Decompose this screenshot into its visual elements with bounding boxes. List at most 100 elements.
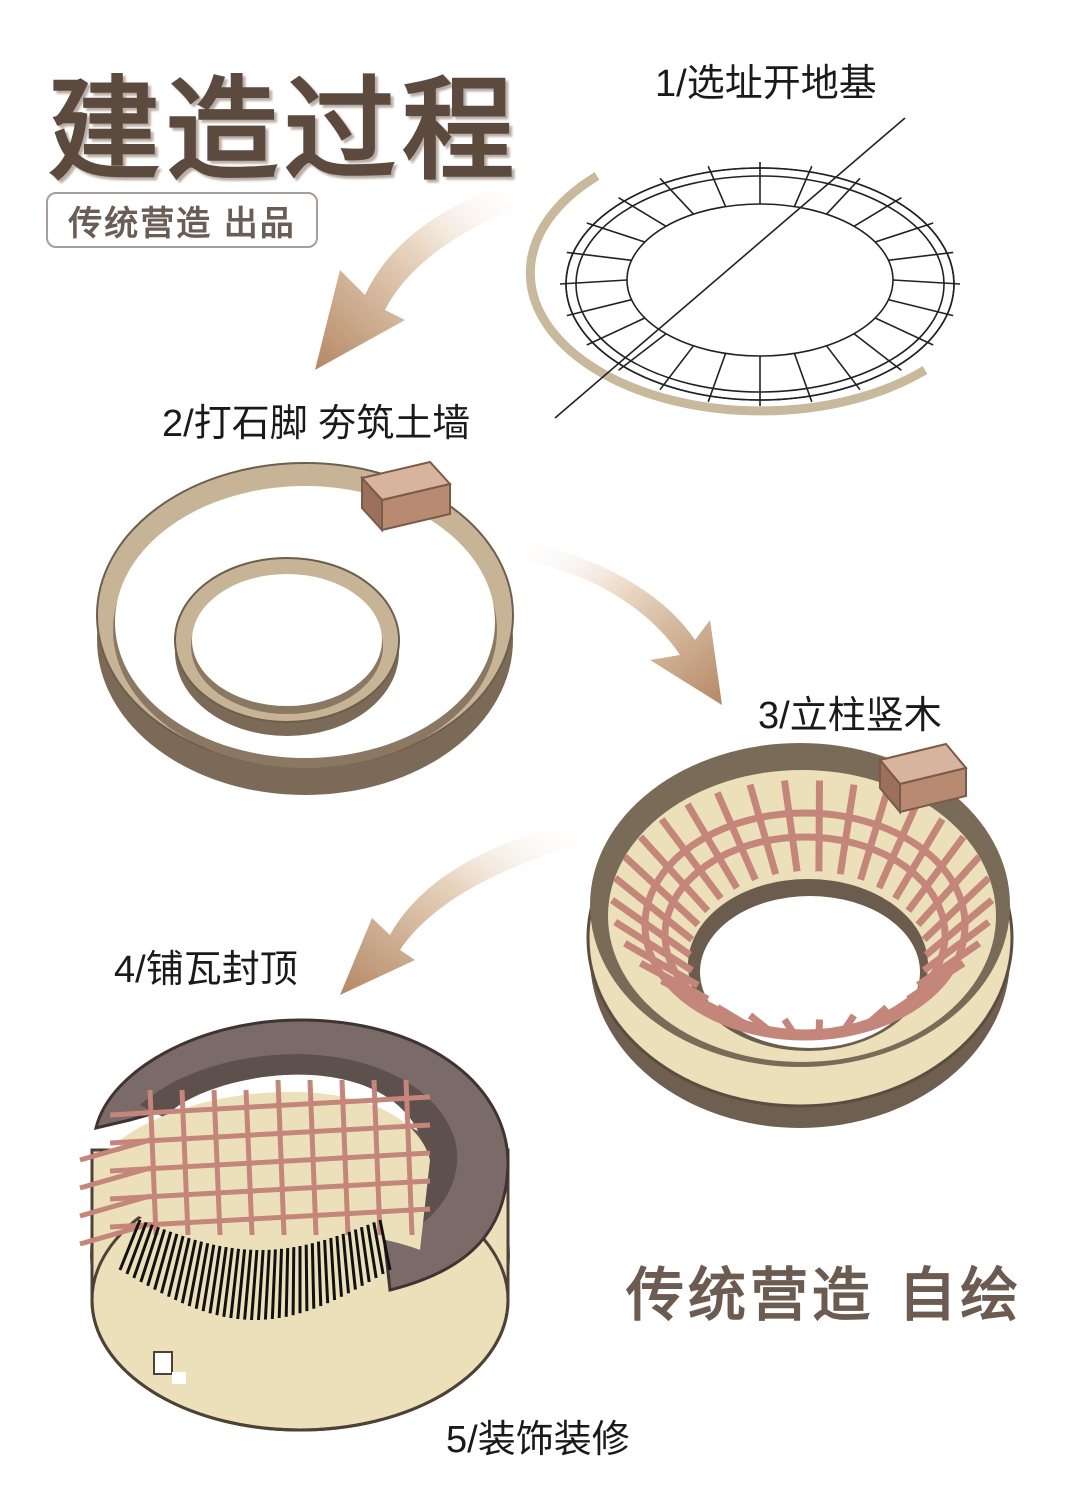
timber-column (746, 783, 780, 876)
arrow-1-to-2 (315, 180, 520, 370)
roof-rafter (270, 1249, 277, 1320)
timber-column (875, 802, 920, 890)
page-title: 建造过程 (48, 65, 520, 196)
roof-rafter (243, 1249, 253, 1320)
roof-rafter (194, 1242, 210, 1309)
timber-column (915, 854, 982, 928)
radial-line (825, 177, 861, 215)
timber-column (714, 791, 759, 882)
roof-rafter (329, 1237, 337, 1301)
timber-column (613, 919, 694, 974)
roof-rafter (263, 1249, 271, 1320)
timber-column (921, 875, 992, 943)
roof-rafter (304, 1244, 309, 1312)
roof-rafter (335, 1235, 343, 1297)
radial-line (586, 317, 646, 346)
roof-rafter (323, 1239, 330, 1304)
timber-column (623, 940, 700, 989)
roof-rafter (360, 1226, 371, 1283)
timber-column (905, 834, 967, 913)
roof-rafter (257, 1249, 265, 1321)
timber-ring-beam (661, 833, 949, 1037)
radial-line (559, 279, 628, 285)
timber-column (781, 780, 801, 872)
timber-column (857, 791, 891, 881)
timber-column (613, 875, 695, 943)
step-4-label: 4/铺瓦封顶 (114, 949, 298, 991)
timber-frame-building (586, 742, 1014, 1128)
roof-rafter (180, 1239, 197, 1304)
roof-rafter (132, 1224, 154, 1279)
radial-line (853, 333, 902, 371)
roof-rafter (201, 1244, 216, 1312)
roof-rafter (208, 1245, 222, 1314)
roof-rafter (160, 1233, 179, 1294)
radial-line (659, 177, 695, 215)
radial-line (566, 251, 632, 262)
roof-rafter (173, 1237, 191, 1301)
roof-rafter (118, 1219, 142, 1271)
roof-rafter (222, 1247, 234, 1317)
timber-column (622, 854, 701, 928)
foundation-plan-drawing (525, 117, 961, 419)
lattice-rail (109, 1206, 431, 1230)
timber-column (921, 919, 991, 974)
roof-rafter (187, 1241, 203, 1307)
timber-column (892, 817, 946, 901)
roof-rafter (153, 1231, 173, 1291)
timber-column (637, 834, 711, 914)
earth-wall-rings (96, 460, 514, 795)
eave-rafter (79, 1165, 151, 1191)
eave-rafter (79, 1193, 151, 1219)
lattice-rail (109, 1178, 431, 1202)
lattice-post (179, 1089, 191, 1236)
signature: 传统营造 自绘 (626, 1261, 1023, 1329)
roof-rafter (353, 1229, 364, 1286)
lattice-rail (109, 1094, 431, 1118)
roof-rafter (317, 1241, 323, 1307)
roof-rafter (125, 1221, 148, 1275)
roof-rafter (378, 1219, 392, 1271)
radial-line (874, 222, 934, 243)
roof-rafter (229, 1248, 240, 1319)
roof-rafter (310, 1243, 316, 1309)
roof-rafter (236, 1249, 247, 1320)
roof-rafter (372, 1222, 385, 1275)
step-5-label: 5/装饰装修 (446, 1419, 630, 1461)
eave-rafter (79, 1137, 151, 1163)
roof-rafter (366, 1224, 378, 1279)
publisher-badge: 传统营造 出品 (46, 192, 318, 248)
radial-line (586, 222, 646, 243)
timber-column (923, 897, 995, 958)
roof-rafter (250, 1249, 259, 1321)
radial-line (853, 197, 902, 227)
timber-column (658, 817, 724, 901)
roofed-building (79, 1018, 510, 1432)
step-2-label: 2/打石脚 夯筑土墙 (162, 403, 471, 445)
roof-rafter (167, 1235, 185, 1298)
radial-line (888, 251, 954, 262)
timber-column (815, 780, 823, 872)
roof-rafter (347, 1231, 357, 1290)
radial-line (793, 165, 813, 207)
arrow-3-to-4 (340, 822, 580, 995)
timber-column (609, 897, 693, 958)
roof-rafter (146, 1229, 167, 1287)
roof-rafter (291, 1247, 296, 1316)
radial-line (888, 298, 954, 317)
lattice-rail (109, 1122, 431, 1146)
radial-line (825, 345, 861, 391)
radial-line (659, 345, 695, 391)
radial-line (618, 197, 667, 227)
arrow-2-to-3 (515, 540, 722, 705)
timber-column (684, 802, 740, 890)
radial-line (707, 165, 727, 207)
timber-column (836, 784, 858, 875)
radial-line (892, 279, 961, 285)
radial-line (566, 298, 632, 317)
radial-line (793, 353, 813, 403)
radial-line (874, 317, 934, 346)
lattice-rail (109, 1150, 431, 1174)
